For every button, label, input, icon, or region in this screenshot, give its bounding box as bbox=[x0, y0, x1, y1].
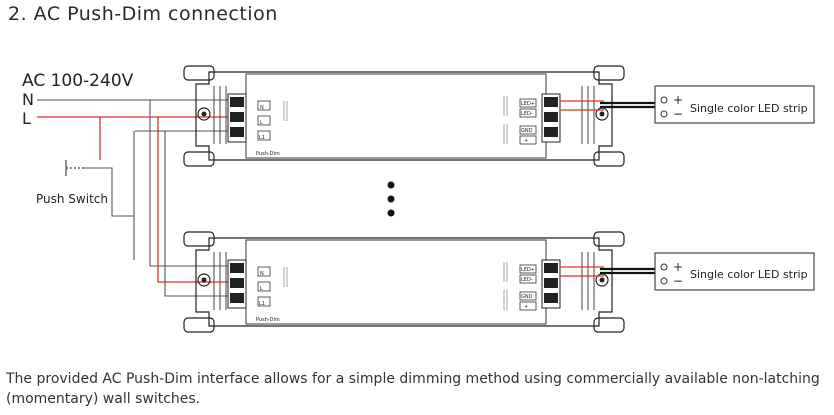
description-caption: The provided AC Push-Dim interface allow… bbox=[6, 371, 820, 407]
top-terminal-n: N bbox=[260, 105, 264, 111]
led-strip-top: + − Single color LED strip bbox=[654, 85, 815, 124]
bottom-terminal-l: L bbox=[260, 286, 263, 292]
bottom-terminal-gnd: GND bbox=[521, 294, 533, 300]
section-heading: 2. AC Push-Dim connection bbox=[8, 3, 278, 25]
bottom-module-text: Push-Dim bbox=[256, 317, 280, 323]
neutral-label: N bbox=[22, 90, 34, 109]
led-driver-top bbox=[183, 65, 625, 167]
led-strip-bottom-label: Single color LED strip bbox=[690, 268, 808, 281]
led-strip-top-label: Single color LED strip bbox=[690, 102, 808, 115]
push-switch-label: Push Switch bbox=[36, 192, 108, 206]
top-terminal-plus: LED+ bbox=[521, 101, 535, 107]
top-module-text: Push-Dim bbox=[256, 151, 280, 157]
neutral-wires bbox=[37, 99, 229, 267]
led-bottom-plus: + bbox=[673, 260, 683, 274]
push-switch-symbol bbox=[65, 160, 84, 176]
top-terminal-gnd: GND bbox=[521, 128, 533, 134]
led-driver-bottom bbox=[183, 231, 625, 333]
top-terminal-minus: LED- bbox=[521, 111, 533, 117]
bottom-terminal-n: N bbox=[260, 271, 264, 277]
led-top-plus: + bbox=[673, 93, 683, 107]
bottom-terminal-l1: L1 bbox=[259, 301, 265, 307]
switch-wires bbox=[84, 130, 229, 297]
led-output-wires bbox=[560, 100, 655, 277]
bottom-terminal-plus: LED+ bbox=[521, 267, 535, 273]
top-terminal-sig: + bbox=[524, 138, 528, 144]
top-terminal-l1: L1 bbox=[259, 135, 265, 141]
led-bottom-minus: − bbox=[673, 274, 683, 288]
led-strip-bottom: + − Single color LED strip bbox=[654, 252, 815, 291]
top-terminal-l: L bbox=[260, 120, 263, 126]
bottom-terminal-sig: + bbox=[524, 304, 528, 310]
continuation-dots bbox=[387, 181, 395, 217]
power-label: AC 100-240V bbox=[22, 71, 134, 91]
bottom-terminal-minus: LED- bbox=[521, 277, 533, 283]
line-label: L bbox=[22, 109, 31, 128]
led-top-minus: − bbox=[673, 107, 683, 121]
